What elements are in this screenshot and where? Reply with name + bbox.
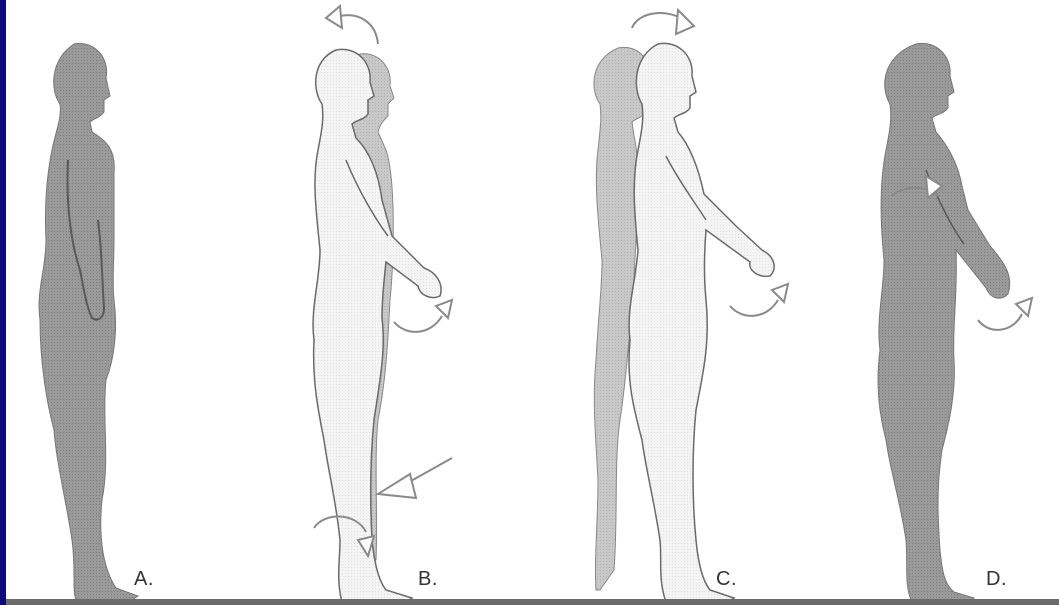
arrowhead-icon bbox=[772, 284, 788, 302]
figure-a-label: A. bbox=[134, 568, 154, 591]
illustration-panel: A. B. C. D. bbox=[6, 0, 1059, 605]
arrowhead-icon bbox=[378, 474, 416, 498]
arrowhead-icon bbox=[326, 6, 342, 28]
figure-b-label: B. bbox=[418, 568, 438, 591]
figure-b bbox=[313, 49, 441, 602]
figure-d-body bbox=[878, 43, 1010, 602]
posture-illustration bbox=[6, 0, 1059, 605]
curved-arrow-icon bbox=[730, 300, 778, 316]
figure-d-label: D. bbox=[986, 568, 1007, 591]
figure-d bbox=[878, 43, 1010, 602]
figure-c-body bbox=[629, 43, 774, 602]
arrowhead-icon bbox=[1016, 298, 1032, 316]
arrowhead-icon bbox=[676, 10, 694, 34]
arrowhead-icon bbox=[436, 300, 452, 318]
curved-arrow-icon bbox=[978, 314, 1022, 330]
figure-a bbox=[39, 43, 138, 600]
figure-c-label: C. bbox=[716, 568, 737, 591]
curved-arrow-icon bbox=[394, 316, 442, 332]
curved-arrow-icon bbox=[340, 15, 378, 44]
figure-c bbox=[594, 43, 774, 602]
figure-a-body bbox=[39, 43, 138, 600]
floor-line bbox=[6, 599, 1059, 605]
